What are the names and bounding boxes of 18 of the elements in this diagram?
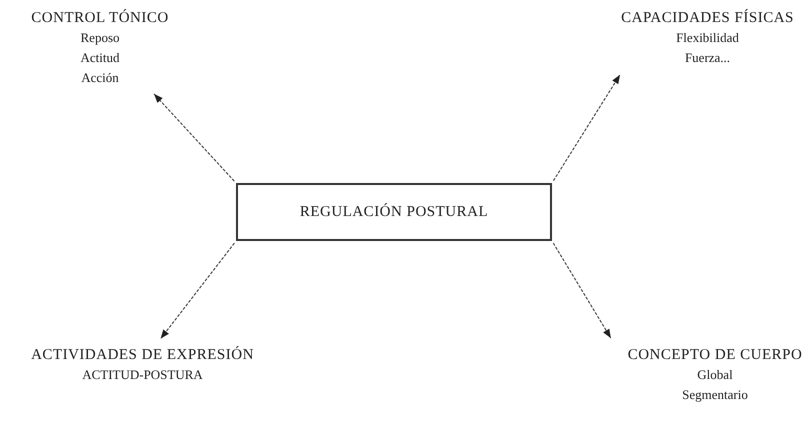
topic-item: Flexibilidad <box>676 29 739 47</box>
central-box <box>236 183 552 241</box>
arrow <box>160 242 235 340</box>
topic-item: Segmentario <box>682 386 748 404</box>
arrow <box>154 93 235 182</box>
topic-heading: ACTIVIDADES DE EXPRESIÓN <box>31 345 254 365</box>
topic-item: Acción <box>81 69 119 87</box>
topic-heading: REGULACIÓN POSTURAL <box>300 202 488 222</box>
topic-item: Global <box>697 366 733 384</box>
arrow <box>552 74 620 182</box>
topic-item: Reposo <box>80 29 120 47</box>
topic-heading: CAPACIDADES FÍSICAS <box>621 8 794 28</box>
arrow <box>552 242 612 339</box>
topic-item: ACTITUD-POSTURA <box>82 366 203 384</box>
topic-item: Fuerza... <box>684 49 730 67</box>
topic-heading: CONCEPTO DE CUERPO <box>628 346 802 365</box>
topic-heading: CONTROL TÓNICO <box>31 8 169 28</box>
topic-item: Actitud <box>80 49 120 67</box>
